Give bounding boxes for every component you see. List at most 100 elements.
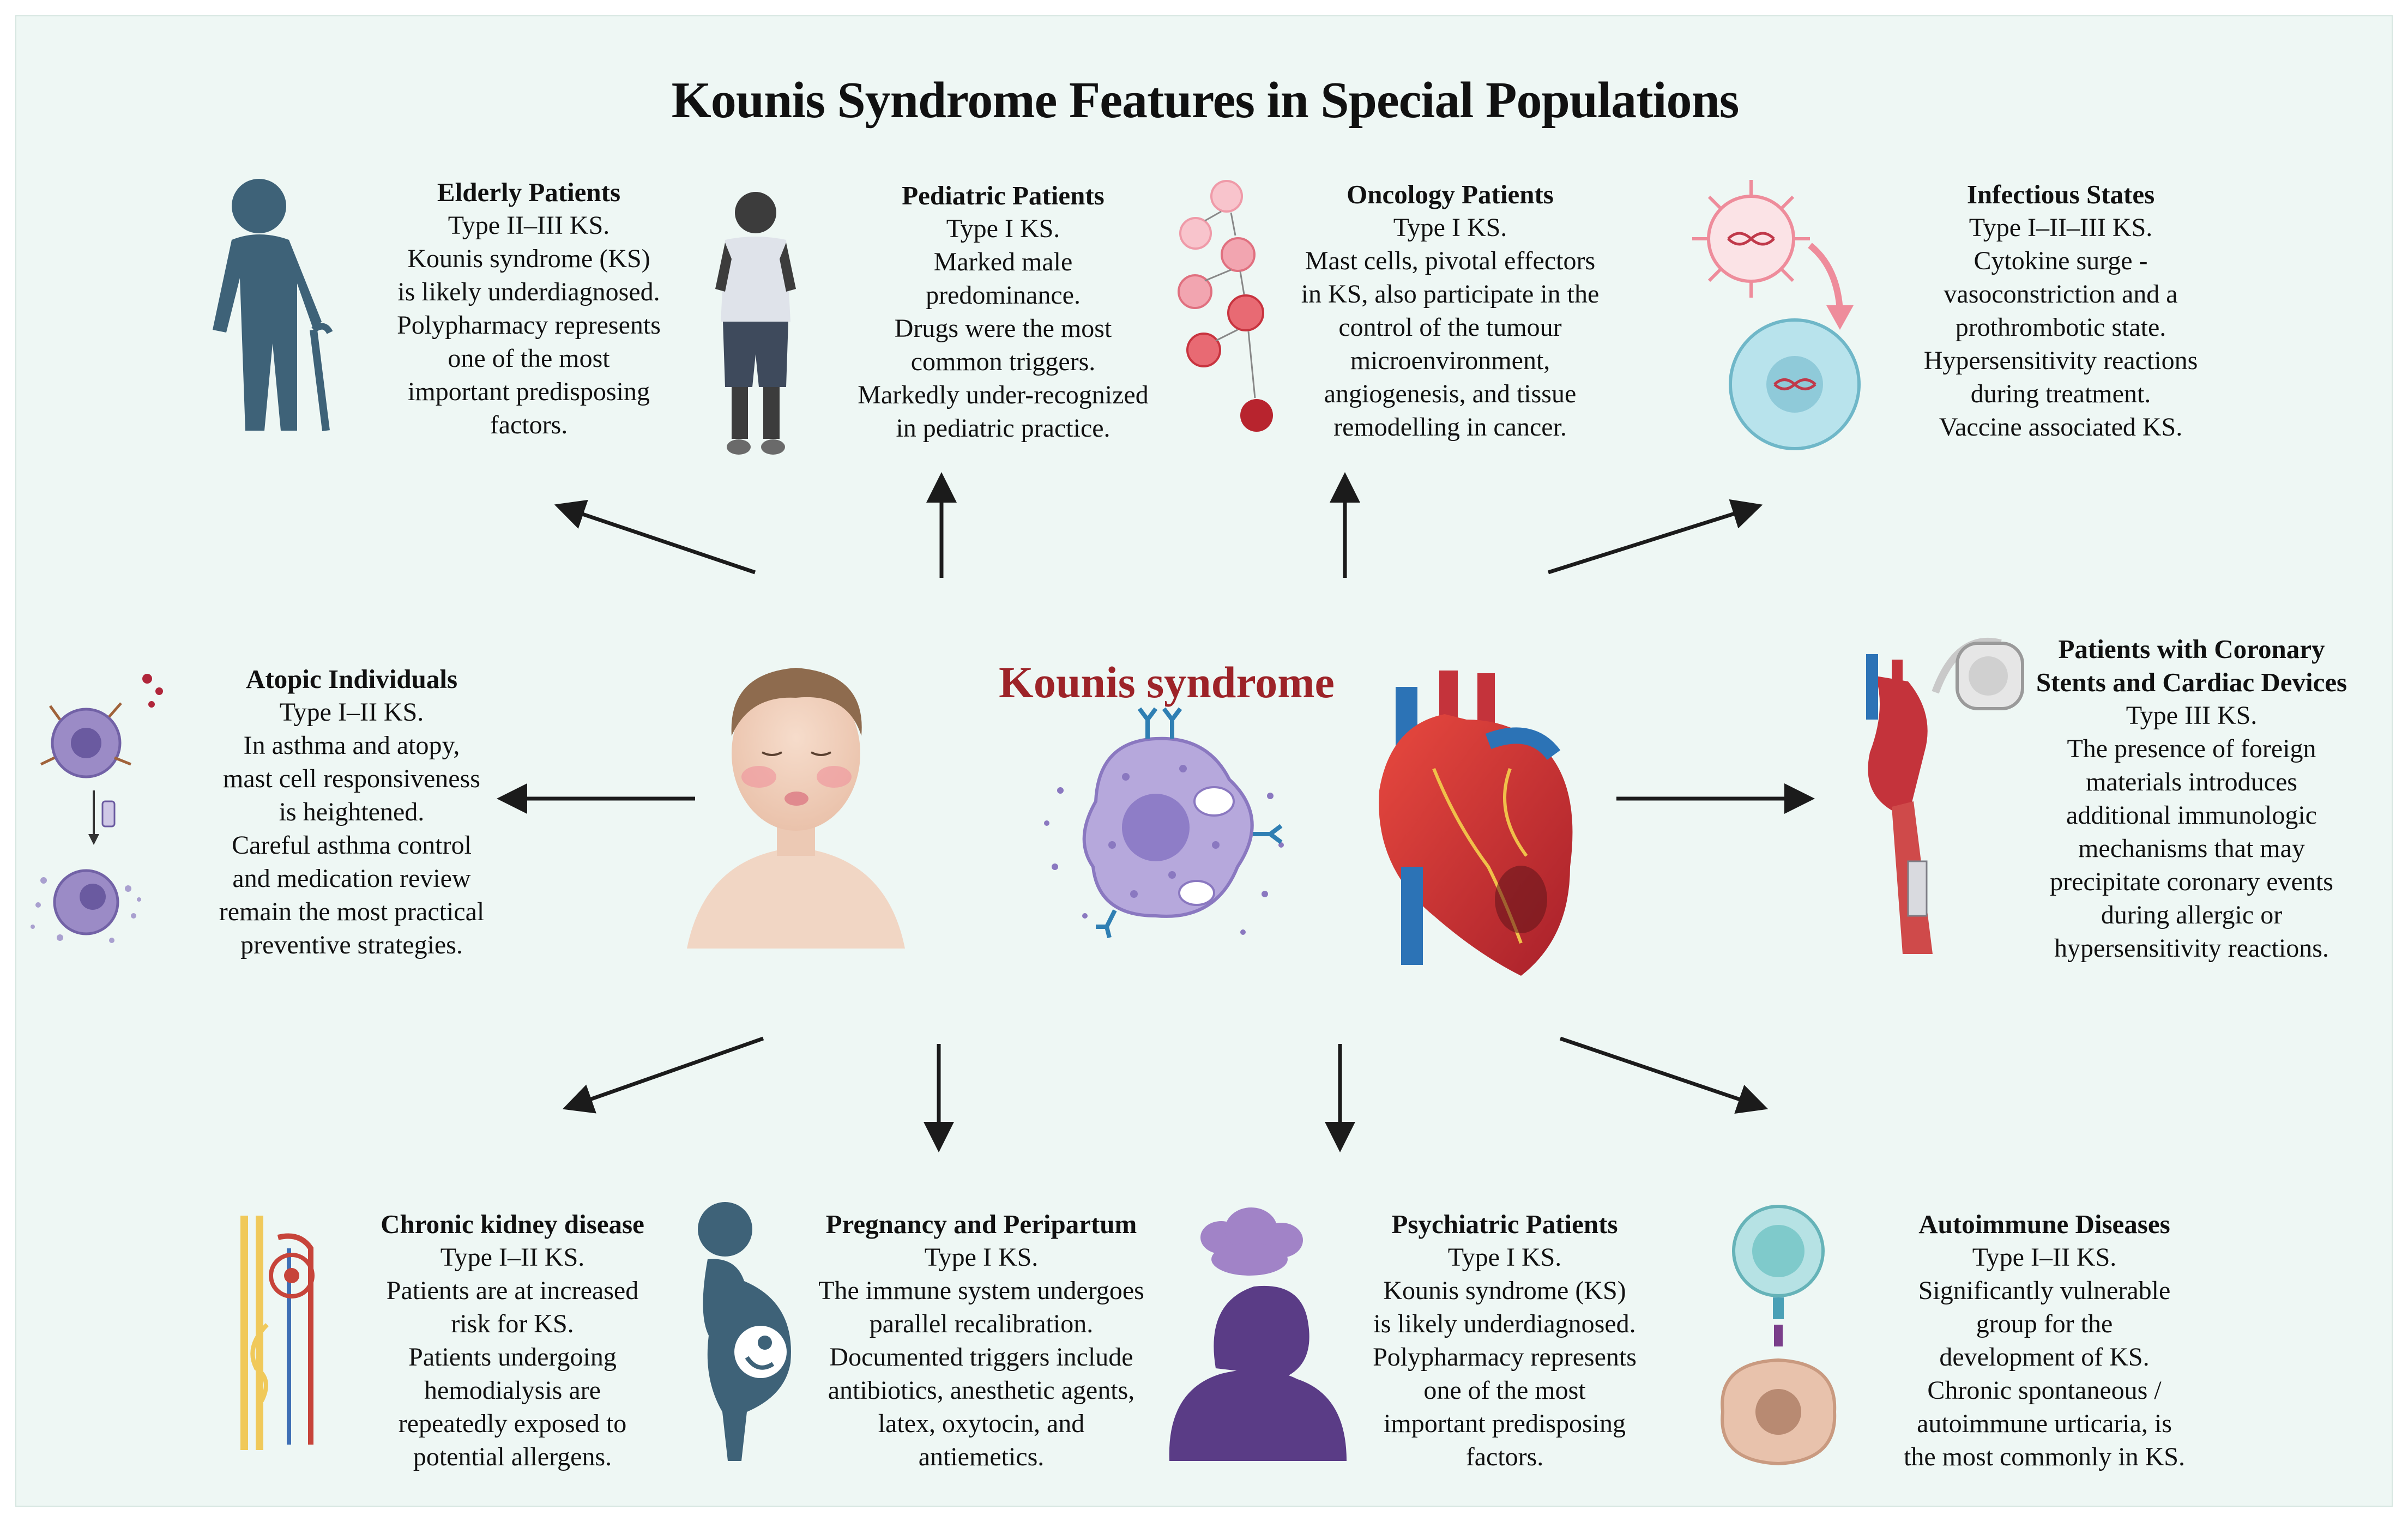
card-line: Type III KS. <box>2126 701 2258 730</box>
card-line: Polypharmacy represents <box>1373 1343 1637 1372</box>
card-line: important predisposing <box>1384 1409 1626 1438</box>
card-line: in KS, also participate in the <box>1301 280 1600 309</box>
card-line: the most commonly in KS. <box>1904 1442 2185 1471</box>
child-figure-icon <box>715 192 796 455</box>
card-line: Hypersensitivity reactions <box>1923 346 2198 375</box>
card-line: additional immunologic <box>2066 801 2317 830</box>
mast-cell-degranulation-icon <box>31 674 163 943</box>
arrow-to-autoimmune <box>1559 1036 1769 1114</box>
card-line: Documented triggers include <box>829 1343 1133 1372</box>
card-line: materials introduces <box>2086 768 2297 796</box>
card-line: during allergic or <box>2101 901 2283 929</box>
card-line: Type I–II KS. <box>440 1243 585 1272</box>
card-line: in pediatric practice. <box>896 414 1111 443</box>
card-infectious: Infectious States Type I–II–III KS. Cyto… <box>1864 178 2257 444</box>
card-line: Significantly vulnerable <box>1918 1276 2171 1305</box>
card-line: potential allergens. <box>413 1442 612 1471</box>
card-line: is likely underdiagnosed. <box>397 277 660 306</box>
elderly-person-cane-icon <box>213 179 333 431</box>
card-oncology: Oncology Patients Type I KS. Mast cells,… <box>1254 178 1646 444</box>
card-pediatric: Pediatric Patients Type I KS. Marked mal… <box>796 179 1210 445</box>
card-line: Type I–II KS. <box>279 698 424 727</box>
card-line: development of KS. <box>1939 1343 2150 1372</box>
card-kidney: Chronic kidney disease Type I–II KS. Pat… <box>327 1207 698 1473</box>
card-line: Careful asthma control <box>232 831 472 860</box>
mast-cell-icon <box>1044 707 1284 938</box>
card-line: risk for KS. <box>451 1309 574 1338</box>
card-heading: Pregnancy and Peripartum <box>825 1209 1137 1239</box>
card-atopic: Atopic Individuals Type I–II KS. In asth… <box>161 662 542 962</box>
card-psychiatric: Psychiatric Patients Type I KS. Kounis s… <box>1319 1207 1690 1473</box>
dividing-cells-icon <box>1178 180 1273 432</box>
flushed-face-icon <box>687 668 905 949</box>
card-elderly: Elderly Patients Type II–III KS. Kounis … <box>338 176 720 442</box>
card-line: latex, oxytocin, and <box>878 1409 1085 1438</box>
card-line: Chronic spontaneous / <box>1927 1376 2162 1405</box>
card-line: remain the most practical <box>219 897 485 926</box>
card-heading: Chronic kidney disease <box>381 1209 644 1239</box>
card-line: vasoconstriction and a <box>1944 280 2178 309</box>
card-line: Markedly under-recognized <box>858 380 1149 409</box>
card-line: The presence of foreign <box>2067 734 2316 763</box>
card-line: Type I KS. <box>924 1243 1039 1272</box>
card-autoimmune: Autoimmune Diseases Type I–II KS. Signif… <box>1854 1207 2235 1473</box>
card-line: one of the most <box>448 344 610 373</box>
card-line: Patients are at increased <box>386 1276 639 1305</box>
card-pregnancy: Pregnancy and Peripartum Type I KS. The … <box>769 1207 1194 1473</box>
card-line: important predisposing <box>408 377 650 406</box>
card-line: and medication review <box>232 864 471 893</box>
card-line: Polypharmacy represents <box>397 311 661 340</box>
card-heading: Atopic Individuals <box>245 664 458 694</box>
card-heading: Oncology Patients <box>1347 179 1554 209</box>
card-line: Kounis syndrome (KS) <box>1383 1276 1626 1305</box>
center-label: Kounis syndrome <box>999 657 1335 707</box>
card-line: Drugs were the most <box>894 314 1112 343</box>
infographic-canvas: Kounis Syndrome Features in Special Popu… <box>15 15 2393 1507</box>
pregnant-woman-icon <box>698 1202 791 1461</box>
card-heading: Patients with Coronary <box>2058 634 2325 664</box>
card-line: Cytokine surge - <box>1974 246 2148 275</box>
card-line: Type I–II KS. <box>1972 1243 2117 1272</box>
card-line: factors. <box>1465 1442 1544 1471</box>
heart-icon <box>1379 671 1573 976</box>
card-line: factors. <box>490 410 568 439</box>
virus-cell-icon <box>1692 180 1861 450</box>
card-line: group for the <box>1976 1309 2113 1338</box>
card-line: during treatment. <box>1970 379 2151 408</box>
card-line: Mast cells, pivotal effectors <box>1305 246 1596 275</box>
card-line: antibiotics, anesthetic agents, <box>828 1376 1135 1405</box>
card-line: The immune system undergoes <box>818 1276 1144 1305</box>
card-line: In asthma and atopy, <box>243 731 460 760</box>
arrow-to-infectious <box>1547 499 1763 575</box>
nephron-icon <box>240 1216 315 1450</box>
card-line: Vaccine associated KS. <box>1939 413 2183 442</box>
card-line: Type I–II–III KS. <box>1969 213 2153 242</box>
arrow-to-elderly <box>554 499 756 575</box>
card-line: hemodialysis are <box>424 1376 601 1405</box>
card-line: one of the most <box>1423 1376 1586 1405</box>
heart-stent-pacemaker-icon <box>1866 637 2024 954</box>
card-heading: Stents and Cardiac Devices <box>2036 667 2347 697</box>
arrow-to-kidney <box>562 1036 764 1114</box>
card-line: Type I KS. <box>1393 213 1507 242</box>
immune-cell-interaction-icon <box>1721 1205 1837 1466</box>
card-line: is likely underdiagnosed. <box>1373 1309 1636 1338</box>
card-line: precipitate coronary events <box>2050 867 2333 896</box>
card-line: parallel recalibration. <box>869 1309 1094 1338</box>
card-heading: Autoimmune Diseases <box>1918 1209 2170 1239</box>
card-line: antiemetics. <box>918 1442 1045 1471</box>
illustration-layer <box>31 179 2024 1466</box>
card-line: control of the tumour <box>1338 313 1562 342</box>
card-line: Patients undergoing <box>408 1343 617 1372</box>
card-line: autoimmune urticaria, is <box>1917 1409 2172 1438</box>
card-line: prothrombotic state. <box>1955 313 2166 342</box>
card-line: is heightened. <box>279 798 425 826</box>
card-heading: Psychiatric Patients <box>1391 1209 1618 1239</box>
card-line: predominance. <box>926 281 1081 310</box>
card-heading: Elderly Patients <box>437 177 621 207</box>
card-heading: Pediatric Patients <box>902 180 1105 210</box>
card-line: Type I KS. <box>946 214 1060 243</box>
page-title: Kounis Syndrome Features in Special Popu… <box>671 72 1740 129</box>
card-line: common triggers. <box>910 347 1096 376</box>
card-line: Marked male <box>933 247 1073 276</box>
